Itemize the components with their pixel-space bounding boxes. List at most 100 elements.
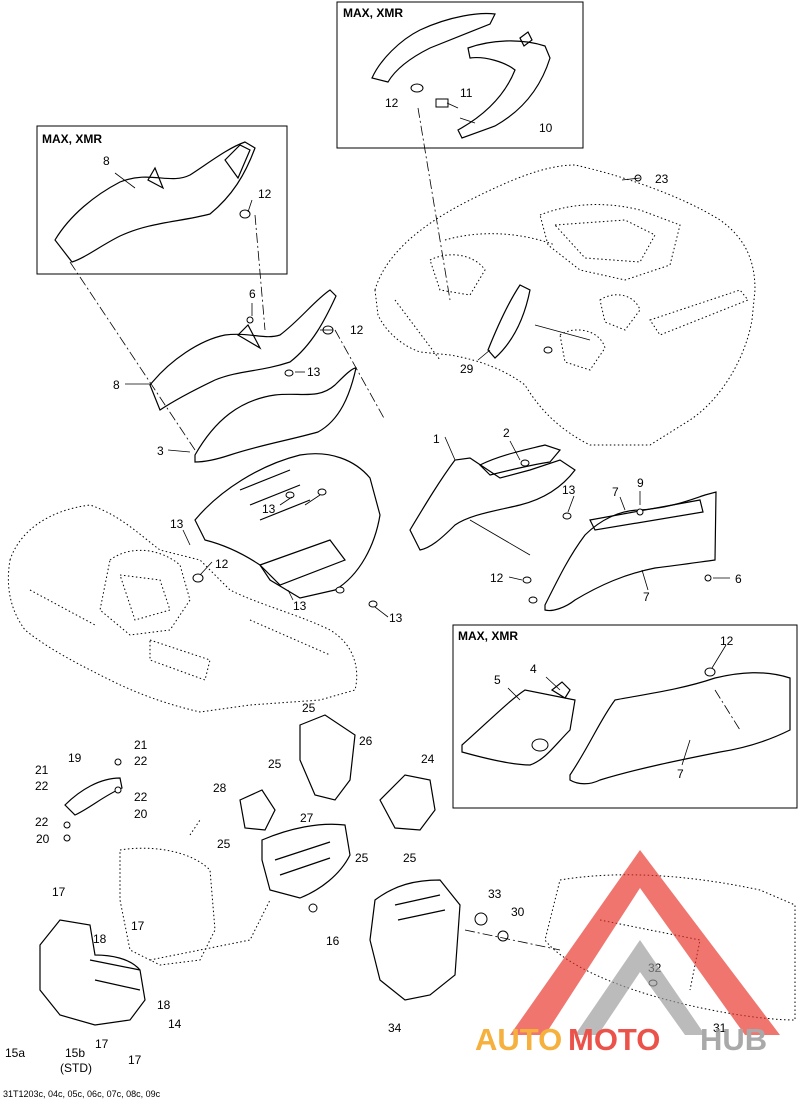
callout-7b: 7 (643, 590, 650, 604)
callout-15b-note: (STD) (60, 1061, 92, 1075)
callout-7c: 7 (677, 767, 684, 781)
callout-29: 29 (460, 362, 474, 376)
callout-20b: 20 (36, 832, 50, 846)
callout-22b: 22 (35, 779, 49, 793)
callout-14: 14 (168, 1017, 182, 1031)
inset-box-top-title: MAX, XMR (343, 6, 403, 20)
callout-19: 19 (68, 751, 82, 765)
callout-30: 30 (511, 905, 525, 919)
inset-box-right-title: MAX, XMR (458, 629, 518, 643)
skid-27 (261, 823, 351, 899)
inset-box-right: MAX, XMR (452, 624, 798, 809)
callout-25c: 25 (217, 837, 231, 851)
leader-lines (114, 172, 730, 766)
rear-fender-liner-29 (487, 284, 531, 359)
callout-25a: 25 (302, 701, 316, 715)
watermark-triangle-gray (575, 940, 705, 1035)
callout-28: 28 (213, 781, 227, 795)
callout-6a: 6 (249, 287, 256, 301)
callout-13a: 13 (307, 365, 321, 379)
callout-12b: 12 (258, 187, 272, 201)
callout-17a: 17 (52, 885, 66, 899)
callout-6b: 6 (735, 572, 742, 586)
callout-22d: 22 (35, 815, 49, 829)
callout-16: 16 (326, 934, 340, 948)
left-inset-panel (54, 141, 256, 263)
watermark-text-hub: HUB (700, 1022, 767, 1057)
callout-13b: 13 (170, 517, 184, 531)
side-panel-left (149, 289, 357, 463)
callout-18a: 18 (93, 932, 107, 946)
front-fender-top-panel (194, 453, 381, 599)
callout-17d: 17 (128, 1053, 142, 1067)
callout-17c: 17 (95, 1037, 109, 1051)
cover-34 (369, 879, 461, 1001)
callout-21b: 21 (35, 763, 49, 777)
bracket-24 (379, 774, 436, 831)
callout-23: 23 (655, 172, 669, 186)
panel-2 (478, 444, 562, 476)
callout-21a: 21 (134, 738, 148, 752)
bracket-28 (239, 789, 276, 831)
assembly-lines (69, 107, 741, 951)
callout-8b: 8 (113, 378, 120, 392)
callout-22a: 22 (134, 754, 148, 768)
callout-3: 3 (157, 444, 164, 458)
callout-11: 11 (460, 86, 473, 100)
callout-25e: 25 (403, 851, 417, 865)
panel-8 (149, 289, 337, 411)
callout-2: 2 (503, 426, 510, 440)
callout-7a: 7 (612, 485, 619, 499)
callout-18b: 18 (157, 998, 171, 1012)
panel-7 (544, 491, 717, 612)
callout-13f: 13 (562, 483, 576, 497)
rear-fender-assembly (374, 164, 756, 446)
inset-box-top: MAX, XMR (336, 1, 584, 149)
callout-12e: 12 (490, 571, 504, 585)
callout-27: 27 (300, 811, 314, 825)
callout-17b: 17 (131, 919, 145, 933)
callout-26: 26 (359, 734, 373, 748)
callout-12f: 12 (720, 634, 734, 648)
side-panel-right (409, 444, 717, 612)
watermark-text-auto: AUTO (475, 1022, 562, 1057)
callout-12a: 12 (385, 96, 399, 110)
right-inset-panel-5 (461, 689, 576, 766)
bumper-14 (39, 919, 146, 1026)
callout-25d: 25 (355, 851, 369, 865)
callout-labels: 1 2 3 4 5 6 6 7 7 7 8 8 9 10 11 12 12 12… (5, 86, 742, 1075)
callout-25b: 25 (268, 757, 282, 771)
callout-13c: 13 (262, 502, 276, 516)
callout-8a: 8 (103, 154, 110, 168)
right-inset-panel-7 (569, 672, 791, 785)
callout-24: 24 (421, 752, 435, 766)
panel-1 (409, 457, 576, 551)
watermark-triangle-red (510, 850, 780, 1035)
lower-parts (39, 714, 796, 1026)
callout-15b: 15b (65, 1046, 85, 1060)
callout-10: 10 (539, 121, 553, 135)
callout-1: 1 (433, 432, 440, 446)
callout-12d: 12 (215, 557, 229, 571)
callout-12c: 12 (350, 323, 364, 337)
watermark-text-moto: MOTO (568, 1022, 660, 1057)
bracket-19 (64, 777, 123, 816)
shield-26 (299, 714, 356, 801)
inset-box-left: MAX, XMR (36, 125, 288, 275)
callout-5: 5 (494, 673, 501, 687)
callout-33: 33 (488, 887, 502, 901)
callout-4: 4 (530, 662, 537, 676)
footer-reference: 31T1203c, 04c, 05c, 06c, 07c, 08c, 09c (3, 1089, 161, 1099)
automotohub-watermark: AUTO MOTO HUB (475, 850, 780, 1057)
callout-22c: 22 (134, 790, 148, 804)
callout-13e: 13 (389, 611, 403, 625)
top-inset-fender-piece (371, 12, 496, 83)
inset-box-left-title: MAX, XMR (42, 132, 102, 146)
callout-15a: 15a (5, 1046, 25, 1060)
panel-3 (194, 367, 357, 463)
callout-34: 34 (388, 1021, 402, 1035)
front-fender-assembly (7, 453, 381, 713)
callout-20a: 20 (134, 807, 148, 821)
